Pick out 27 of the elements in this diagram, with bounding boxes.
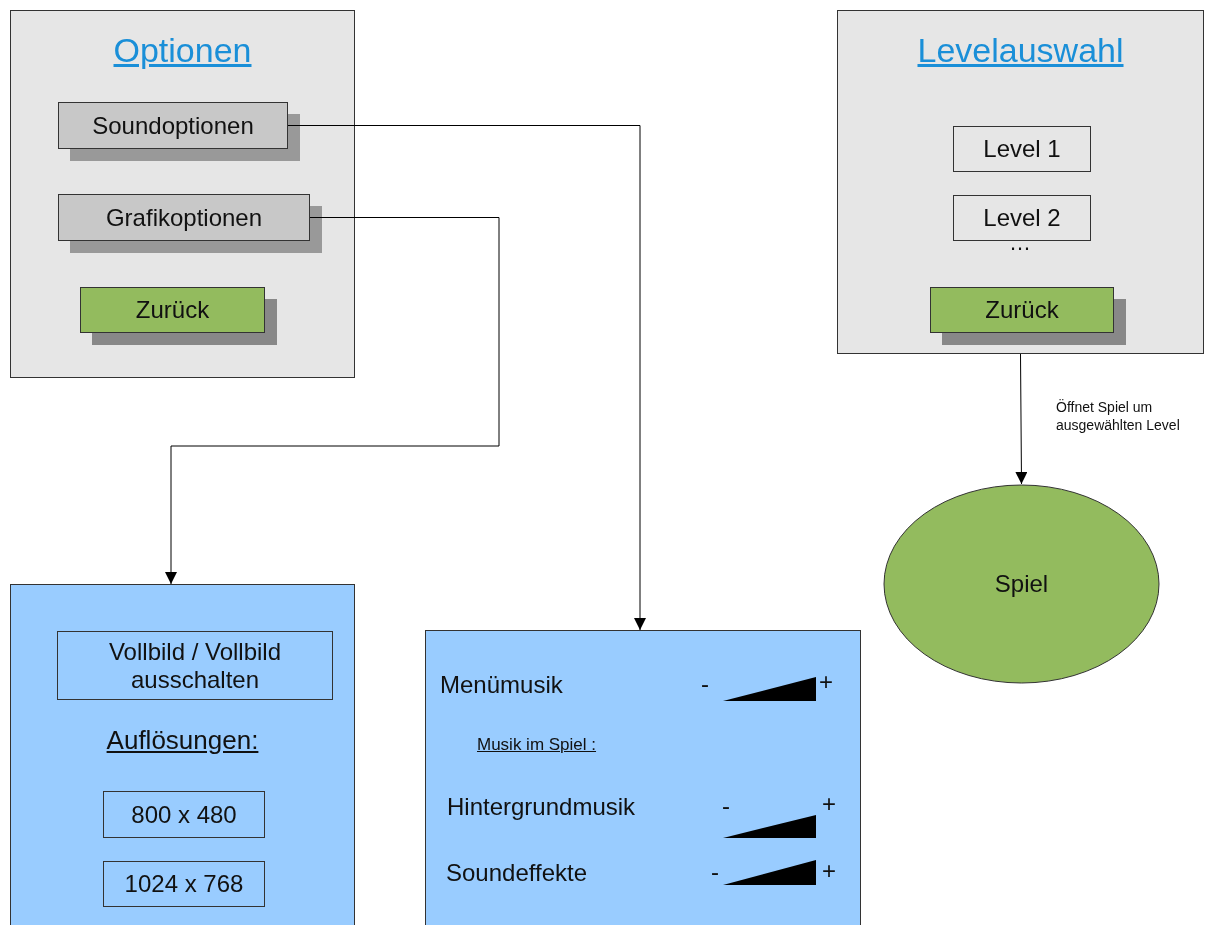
node-label: Spiel bbox=[994, 570, 1049, 598]
option-box: 1024 x 768 bbox=[103, 861, 265, 907]
menu-panel bbox=[10, 10, 355, 378]
option-box: Level 1 bbox=[953, 126, 1091, 172]
plus-sign: + bbox=[822, 792, 836, 816]
panel-heading: Levelauswahl bbox=[917, 31, 1124, 70]
minus-sign: - bbox=[701, 672, 709, 696]
minus-sign: - bbox=[722, 794, 730, 818]
arrow bbox=[287, 125, 646, 631]
option-box: Vollbild / Vollbild ausschalten bbox=[57, 631, 333, 700]
settings-panel bbox=[10, 584, 355, 925]
setting-label: Menümusik bbox=[440, 671, 563, 699]
plus-sign: + bbox=[822, 859, 836, 883]
panel-heading: Optionen bbox=[113, 31, 252, 70]
menu-panel bbox=[837, 10, 1204, 354]
option-box: 800 x 480 bbox=[103, 791, 265, 838]
arrow bbox=[165, 217, 500, 585]
plus-sign: + bbox=[819, 670, 833, 694]
section-heading: Auflösungen: bbox=[106, 725, 259, 756]
arrow bbox=[1015, 353, 1028, 485]
setting-label: Hintergrundmusik bbox=[447, 793, 636, 821]
game-ellipse bbox=[883, 484, 1160, 684]
option-box: Level 2 bbox=[953, 195, 1091, 241]
section-heading: Musik im Spiel : bbox=[477, 735, 597, 755]
minus-sign: - bbox=[711, 860, 719, 884]
settings-panel bbox=[425, 630, 861, 925]
setting-label: Soundeffekte bbox=[446, 859, 587, 887]
